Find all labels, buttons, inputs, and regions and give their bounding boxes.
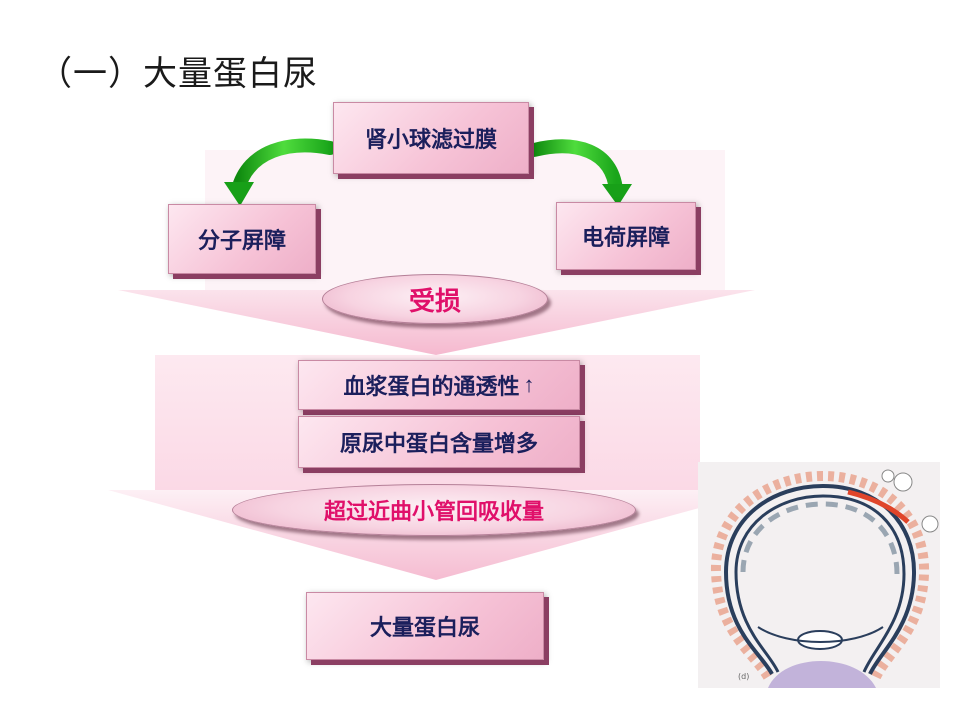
glomerulus-drawing [710, 469, 939, 688]
result-label: 大量蛋白尿 [369, 615, 480, 640]
up-arrow-icon: ↑ [523, 372, 535, 397]
charge-barrier-box: 电荷屏障 [556, 202, 696, 270]
permeability-box: 血浆蛋白的通透性 ↑ [298, 360, 580, 410]
left-arrow-head [224, 182, 254, 206]
permeability-label: 血浆蛋白的通透性 [343, 374, 520, 399]
charge-barrier-label: 电荷屏障 [581, 225, 670, 250]
molecular-barrier-label: 分子屏障 [197, 228, 286, 253]
figure-label: (d) [738, 672, 750, 681]
damage-oval: 受损 [322, 274, 548, 324]
left-curved-arrow [231, 138, 337, 197]
urine-protein-label: 原尿中蛋白含量增多 [339, 431, 538, 456]
molecular-barrier-box: 分子屏障 [168, 204, 316, 274]
exceeds-reabsorption-label: 超过近曲小管回吸收量 [323, 499, 544, 524]
urine-protein-box: 原尿中蛋白含量增多 [298, 416, 580, 468]
right-curved-arrow [527, 139, 623, 197]
page-title: （一）大量蛋白尿 [38, 55, 318, 93]
result-box: 大量蛋白尿 [306, 592, 544, 660]
glomerulus-illustration: (d) [698, 462, 940, 688]
exceeds-reabsorption-oval: 超过近曲小管回吸收量 [232, 484, 636, 536]
filtration-membrane-label: 肾小球滤过膜 [364, 127, 497, 152]
right-arrow-head [602, 184, 632, 206]
filtration-membrane-box: 肾小球滤过膜 [333, 102, 529, 174]
damage-label: 受损 [408, 285, 461, 316]
